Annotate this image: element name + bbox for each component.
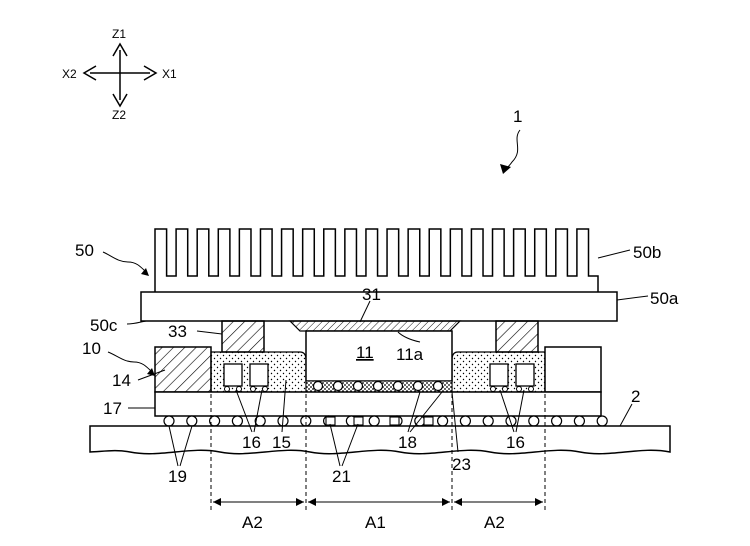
solder-ball [573, 415, 586, 427]
ref-18-label: 18 [398, 433, 417, 452]
package-substrate-17 [154, 391, 602, 417]
board-pads-21 [325, 416, 434, 426]
passive-components-16 [223, 363, 535, 392]
ref-1-pointer: 1 [500, 107, 522, 174]
chip-bump [372, 380, 384, 392]
ref-50-label: 50 [75, 241, 94, 260]
region-a2-left-label: A2 [242, 513, 263, 532]
heat-sink [140, 228, 618, 322]
axis-z1-label: Z1 [112, 27, 126, 41]
ref-11a-label: 11a [396, 345, 424, 364]
heat-sink-fin-comb [154, 228, 599, 292]
component-terminal [236, 386, 242, 392]
region-boundaries [210, 394, 546, 510]
ref-23-label: 23 [452, 455, 471, 474]
ref-31-label: 31 [362, 285, 381, 304]
ref-16-left-label: 16 [242, 433, 261, 452]
component-terminal [528, 386, 534, 392]
solder-ball [231, 415, 243, 427]
ref-19-label: 19 [168, 467, 187, 486]
spacer-33-right [495, 320, 539, 353]
solder-ball [459, 415, 471, 427]
ref-16-right-label: 16 [506, 433, 525, 452]
chip-bump [332, 380, 344, 392]
component-terminal [224, 386, 230, 392]
ref-10-label: 10 [82, 339, 101, 358]
board-pad [353, 416, 364, 426]
circuit-board-2 [89, 425, 671, 455]
ref-50a-label: 50a [650, 289, 679, 308]
axis-x2-label: X2 [62, 67, 77, 81]
ref-2-label: 2 [631, 387, 640, 406]
chip-bumps [312, 380, 444, 392]
component-terminal [502, 386, 508, 392]
ref-21-label: 21 [332, 467, 351, 486]
region-a2-right-label: A2 [484, 513, 505, 532]
ref-50b-label: 50b [633, 243, 661, 262]
solder-ball [596, 415, 608, 427]
passive-component [249, 363, 269, 387]
solder-ball [368, 415, 380, 427]
axis-indicator: Z1 Z2 X2 X1 [62, 27, 177, 122]
solder-ball [186, 415, 198, 427]
board-pad [325, 416, 336, 426]
region-a1-label: A1 [365, 513, 386, 532]
ref-50c-label: 50c [90, 316, 118, 335]
component-terminal [250, 386, 256, 392]
component-terminal [516, 386, 522, 392]
ref-11-label: 11 [356, 343, 374, 362]
passive-component [223, 363, 243, 387]
solder-ball [550, 415, 563, 427]
heat-sink-fins [154, 228, 599, 292]
solder-ball [528, 415, 540, 427]
chip-bump [432, 380, 444, 392]
chip-bump [412, 380, 424, 392]
heat-sink-base [140, 291, 618, 322]
semiconductor-chip-11 [305, 330, 453, 382]
ref-15-label: 15 [272, 433, 291, 452]
leader-lines [102, 249, 649, 467]
chip-bump [392, 380, 404, 392]
component-terminal [262, 386, 268, 392]
board-pad [423, 416, 434, 426]
ref-14-label: 14 [112, 371, 131, 390]
axis-x1-label: X1 [162, 67, 177, 81]
ref-17-label: 17 [103, 399, 122, 418]
thermal-interface-31 [288, 320, 462, 332]
solder-ball [163, 415, 175, 427]
solder-ball [437, 415, 449, 427]
solder-ball [482, 415, 494, 427]
component-right [544, 346, 602, 393]
chip-bump [352, 380, 364, 392]
passive-component [489, 363, 509, 387]
board-pad [389, 416, 400, 426]
passive-component [515, 363, 535, 387]
ref-33-label: 33 [168, 322, 187, 341]
component-14 [154, 346, 212, 393]
spacer-33-left [221, 320, 265, 353]
ref-1-label: 1 [513, 107, 522, 126]
component-terminal [490, 386, 496, 392]
chip-bump [312, 380, 324, 392]
solder-balls-19 [163, 415, 608, 427]
axis-z2-label: Z2 [112, 108, 126, 122]
